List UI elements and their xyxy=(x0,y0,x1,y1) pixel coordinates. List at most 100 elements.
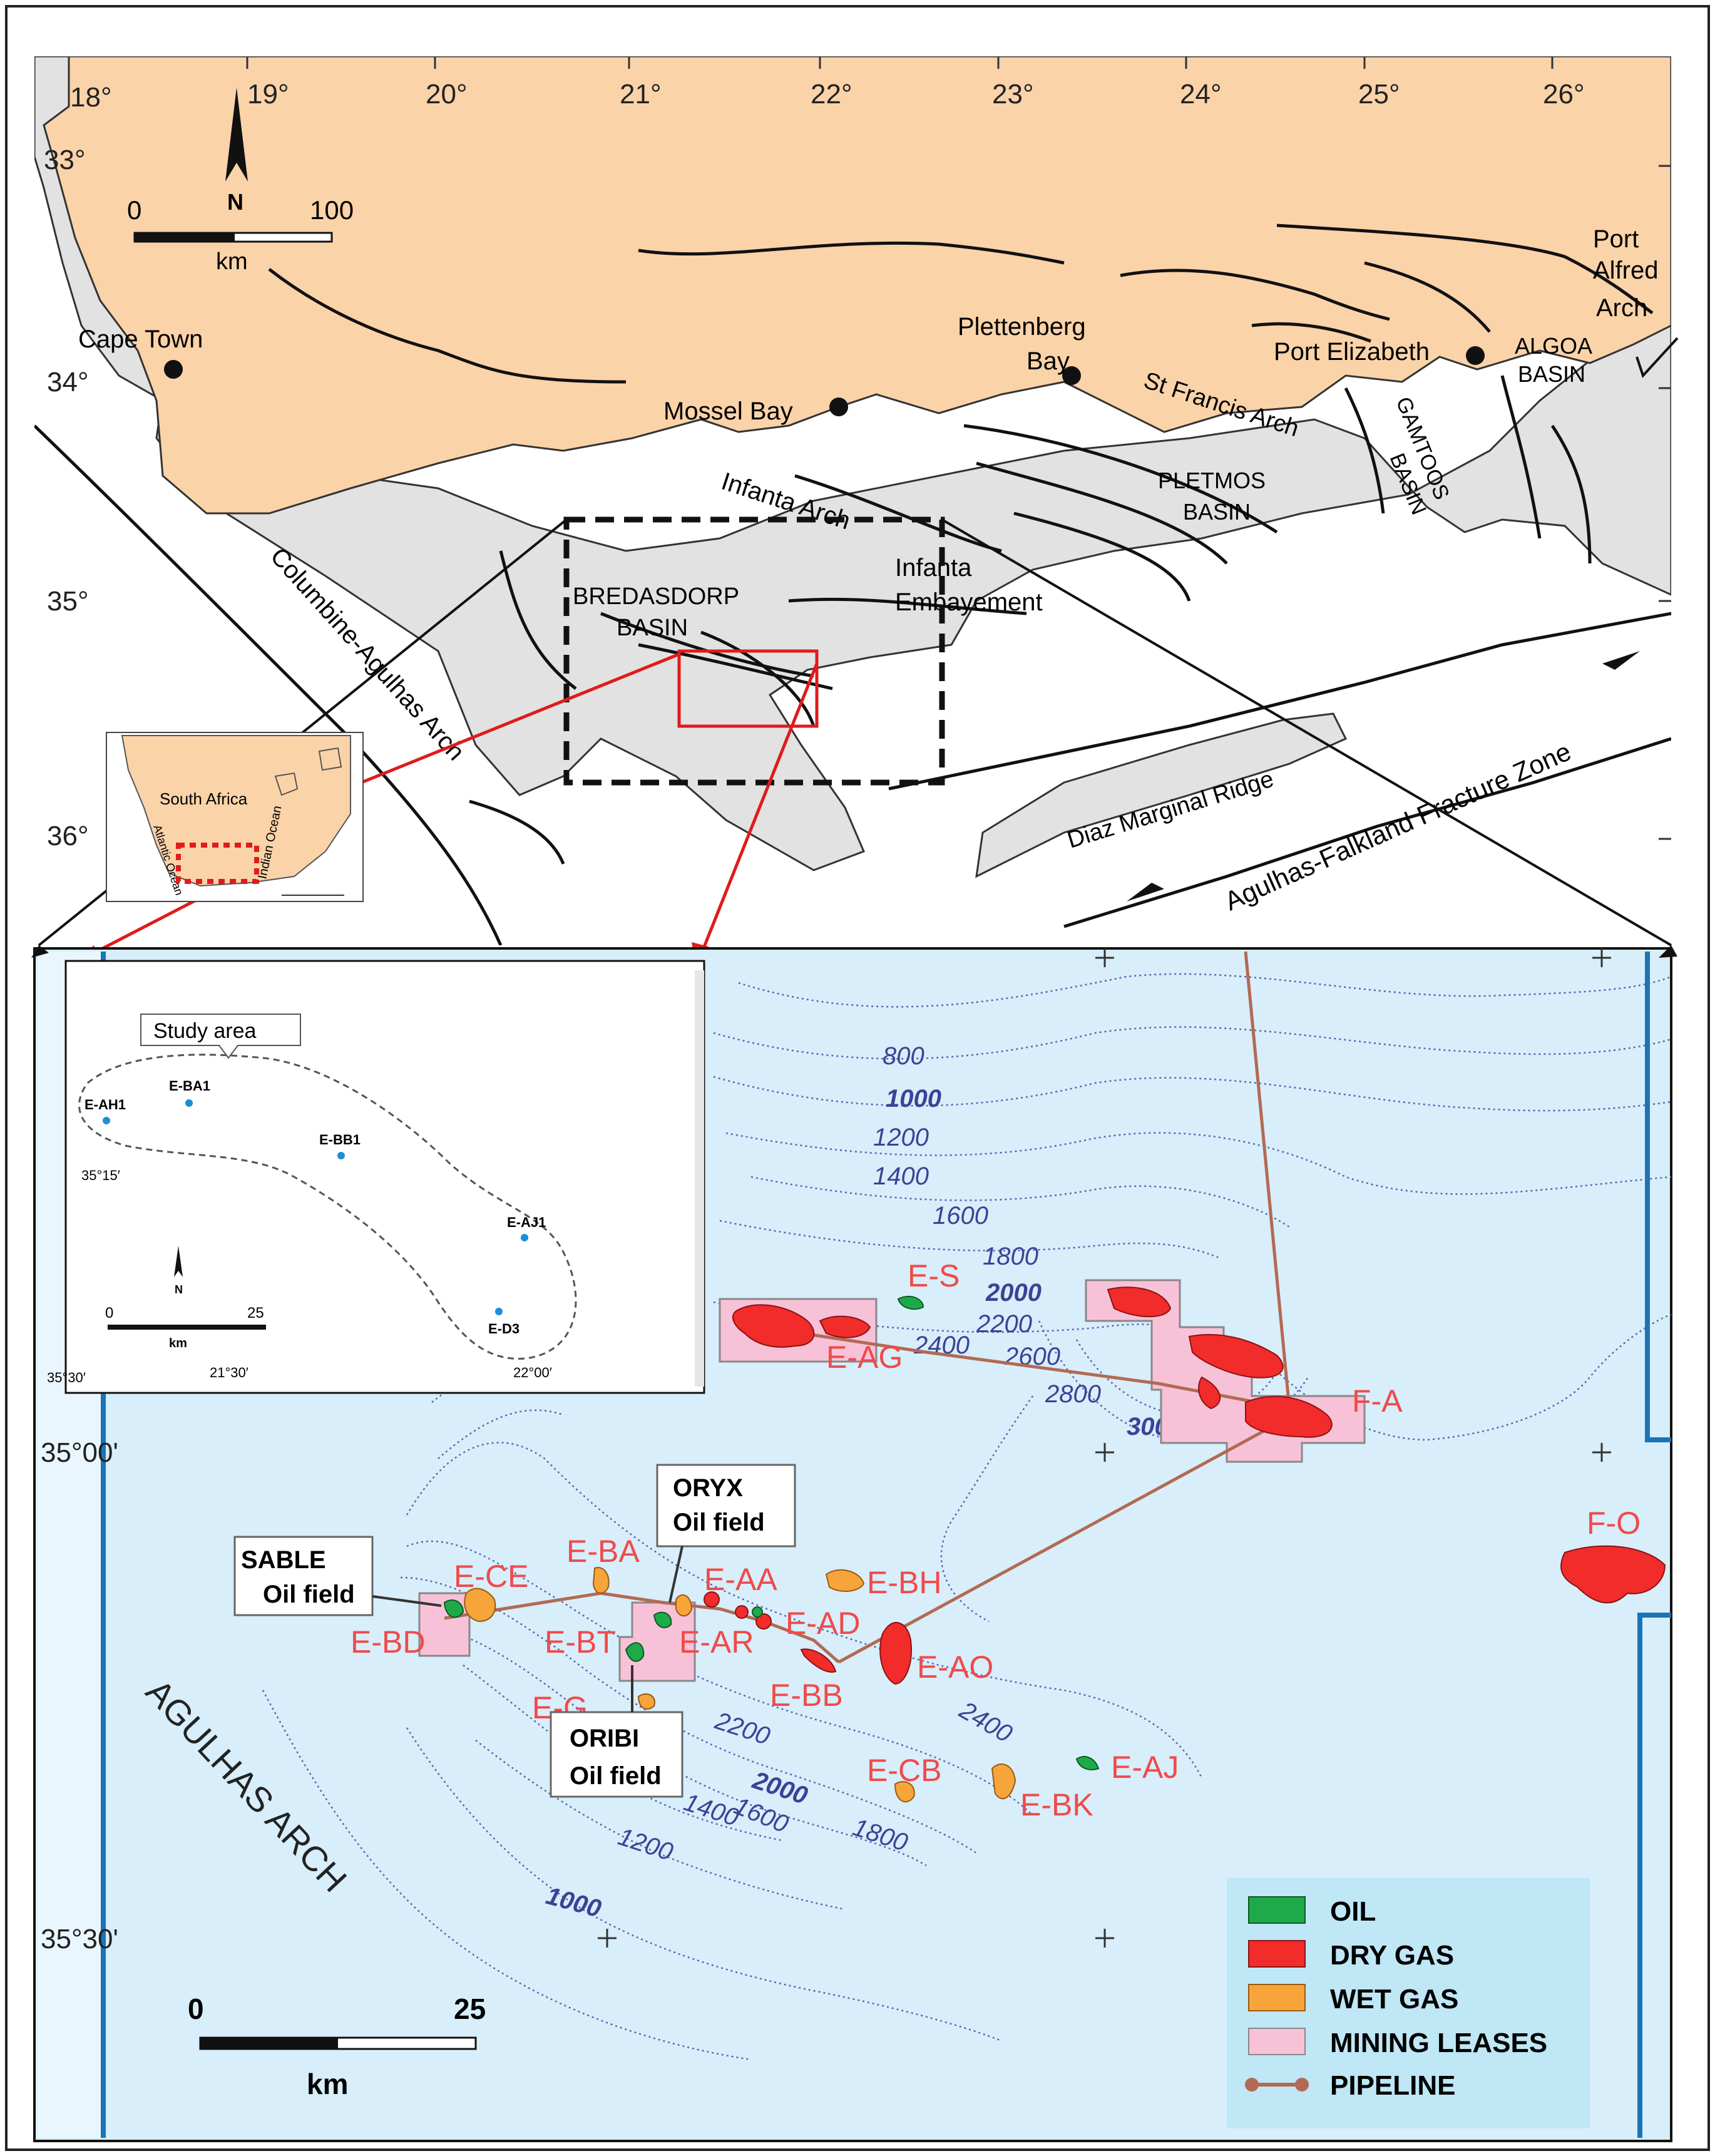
contour xyxy=(438,1409,564,1459)
contour xyxy=(725,1132,1672,1195)
lon-label: 23° xyxy=(992,79,1034,110)
study-area-inset: Study area E-AH1 E-BA1 E-BB1 E-AJ1 E-D3 … xyxy=(47,960,705,1394)
oribi-label: Oil field xyxy=(570,1762,662,1790)
city-dot xyxy=(164,360,183,379)
city-port-elizabeth: Port Elizabeth xyxy=(1274,338,1430,366)
city-plettenberg: Plettenberg xyxy=(958,313,1086,341)
north-arrow: N xyxy=(225,88,248,215)
inset-north-arrow xyxy=(174,1246,183,1277)
fault xyxy=(1063,737,1671,928)
fault xyxy=(888,612,1671,791)
legend-item-wet-gas: WET GAS xyxy=(1248,1984,1458,2015)
port-alfred-arch: Port xyxy=(1593,225,1639,253)
lat-label: 36° xyxy=(47,821,89,851)
lat-label: 33° xyxy=(44,145,86,175)
field-label-e-ao: E-AO xyxy=(917,1650,993,1685)
contour xyxy=(719,1219,1221,1260)
upper-map: 18° 19° 20° 21° 22° 23° 24° 25° 26° 33° … xyxy=(34,56,1679,967)
field-label-e-bb: E-BB xyxy=(770,1678,843,1713)
port-alfred-arch: Arch xyxy=(1596,294,1647,322)
oryx-label: Oil field xyxy=(673,1509,765,1536)
well-dot xyxy=(521,1234,528,1241)
zoom-arrowhead xyxy=(1659,945,1677,958)
legend-item-dry-gas: DRY GAS xyxy=(1248,1940,1454,1971)
fault xyxy=(963,424,1278,534)
red-pointer xyxy=(699,663,819,955)
field-label-e-bt: E-BT xyxy=(545,1625,616,1660)
inset-scale-end: 25 xyxy=(247,1305,264,1322)
lon-ticks xyxy=(246,56,1671,840)
fault xyxy=(1251,322,1371,343)
lower-scale-bar: 0 25 km xyxy=(188,1993,486,2100)
city-dot xyxy=(1062,366,1081,385)
inset-lat: 35°15′ xyxy=(81,1168,120,1183)
field-label-e-bk: E-BK xyxy=(1020,1787,1093,1822)
algoa-basin: BASIN xyxy=(1518,361,1585,387)
well-label: E-D3 xyxy=(488,1321,520,1337)
contour xyxy=(406,1540,1033,1816)
well-label: E-BB1 xyxy=(319,1132,361,1147)
infanta-embayement: Embayement xyxy=(895,588,1043,616)
legend-label: DRY GAS xyxy=(1330,1940,1454,1971)
well-dot xyxy=(495,1308,503,1315)
city-dot xyxy=(1466,346,1485,365)
inset-lon: 22°00′ xyxy=(513,1365,552,1380)
legend-item-oil: OIL xyxy=(1248,1896,1376,1927)
well-label: E-AJ1 xyxy=(507,1214,546,1230)
contour-label: 1800 xyxy=(983,1243,1038,1270)
arrow xyxy=(1636,337,1679,378)
port-alfred-arch: Alfred xyxy=(1593,257,1659,284)
well-dot xyxy=(185,1099,193,1107)
scale-end: 25 xyxy=(454,1993,486,2025)
pletmos-basin: PLETMOS xyxy=(1158,468,1266,493)
fault xyxy=(976,461,1228,565)
lon-label: 18° xyxy=(70,82,112,113)
grid-line xyxy=(1637,1613,1671,2138)
legend-label: WET GAS xyxy=(1330,1984,1458,2015)
scale-end: 100 xyxy=(310,195,354,225)
fault xyxy=(1013,511,1191,602)
lon-label: 22° xyxy=(811,79,852,110)
fault xyxy=(469,799,565,865)
study-area-outline xyxy=(78,1054,577,1360)
fault xyxy=(788,597,1027,615)
field-label-f-a: F-A xyxy=(1352,1383,1403,1419)
inset-scale-bar xyxy=(108,1325,266,1330)
lat-label: 35°00' xyxy=(41,1437,118,1468)
field-label-e-bd: E-BD xyxy=(351,1625,425,1660)
fault xyxy=(1276,223,1654,315)
field-label-e-aj: E-AJ xyxy=(1111,1750,1179,1785)
contour-label: 1400 xyxy=(873,1163,929,1190)
contour xyxy=(750,1176,1290,1228)
contour xyxy=(713,1075,1672,1112)
oil-fields xyxy=(443,1295,1100,1770)
bredasdorp-basin: BASIN xyxy=(617,615,688,641)
field-label-e-aa: E-AA xyxy=(704,1562,777,1597)
inset-scale-zero: 0 xyxy=(105,1305,113,1322)
contour xyxy=(738,973,1672,1008)
callout-oribi: ORIBI Oil field xyxy=(550,1665,683,1798)
contour-label: 1000 xyxy=(886,1085,941,1112)
city-mossel-bay: Mossel Bay xyxy=(663,398,793,425)
fault xyxy=(1550,424,1592,564)
field-label-e-ar: E-AR xyxy=(679,1625,754,1660)
north-label: N xyxy=(227,189,243,215)
contour-label: 2200 xyxy=(976,1310,1032,1338)
infanta-embayement: Infanta xyxy=(895,554,972,582)
africa-inset: South Africa Atlantic Ocean Indian Ocean xyxy=(106,732,364,902)
oryx-label: ORYX xyxy=(673,1474,743,1502)
scale-zero: 0 xyxy=(188,1993,204,2025)
fault xyxy=(638,643,833,690)
fault xyxy=(268,268,627,384)
fault xyxy=(1344,387,1385,514)
inset-country: South Africa xyxy=(160,789,248,808)
fault xyxy=(638,241,1065,265)
fault xyxy=(794,474,1002,553)
lon-label: 24° xyxy=(1180,79,1222,110)
field-label-f-o: F-O xyxy=(1587,1506,1641,1541)
contour-label: 1600 xyxy=(933,1202,988,1229)
fault xyxy=(1120,269,1390,321)
contour-label: 2800 xyxy=(1045,1380,1101,1408)
field-label-e-ba: E-BA xyxy=(566,1534,640,1569)
well-dot xyxy=(103,1117,110,1124)
